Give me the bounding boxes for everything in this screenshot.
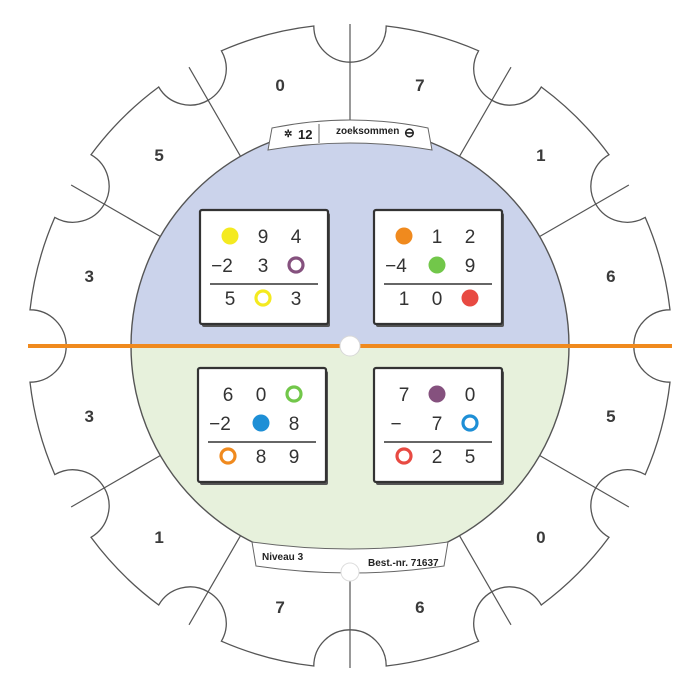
digit: 0 [432, 289, 443, 310]
dot-green[interactable] [428, 256, 446, 274]
segment-divider [70, 454, 161, 508]
ring-green[interactable] [285, 385, 303, 403]
card-top-right: 1 2 −4 9 1 0 [372, 208, 504, 327]
segment-divider [188, 66, 242, 157]
digit: 7 [432, 414, 443, 435]
order-number-text: Best.-nr. 71637 [368, 558, 439, 569]
top-label-plate [267, 119, 433, 151]
digit: 9 [258, 227, 269, 248]
segment-number: 1 [154, 528, 163, 547]
level-text: Niveau 3 [262, 552, 304, 563]
dot-red[interactable] [461, 289, 479, 307]
digit: − [390, 414, 401, 435]
puzzle-icon: ✲ [284, 129, 292, 140]
digit: 8 [256, 447, 267, 468]
dot-orange[interactable] [395, 227, 413, 245]
digit: 7 [399, 385, 410, 406]
bottom-label: Niveau 3 Best.-nr. 71637 [251, 541, 449, 582]
segment-divider [458, 66, 512, 157]
digit: 9 [289, 447, 300, 468]
bottom-pin [340, 562, 360, 582]
card-bottom-left: 6 0 −2 8 8 9 [196, 366, 328, 485]
digit: 8 [289, 414, 300, 435]
segment-divider [539, 454, 630, 508]
dot-purple[interactable] [428, 385, 446, 403]
segment-number: 3 [84, 267, 93, 286]
segment-number: 5 [154, 146, 163, 165]
digit: 5 [465, 447, 476, 468]
bottom-label-plate [251, 541, 449, 574]
minus-sign-icon: ⊖ [404, 125, 415, 140]
digit: 0 [256, 385, 267, 406]
top-label: ✲ 12 zoeksommen ⊖ [267, 119, 433, 151]
ring-orange[interactable] [219, 447, 237, 465]
digit: 2 [432, 447, 443, 468]
ring-red[interactable] [395, 447, 413, 465]
digit: −4 [385, 256, 407, 277]
digit: 5 [225, 289, 236, 310]
title-text: zoeksommen [336, 126, 399, 137]
segment-number: 6 [606, 267, 615, 286]
exercise-count: 12 [298, 127, 312, 142]
segment-number: 5 [606, 407, 615, 426]
ring-blue[interactable] [461, 414, 479, 432]
digit: −2 [209, 414, 231, 435]
card-top-left: 9 4 −2 3 5 3 [198, 208, 330, 327]
dot-blue[interactable] [252, 414, 270, 432]
segment-number: 0 [536, 528, 545, 547]
digit: 3 [258, 256, 269, 277]
segment-number: 3 [84, 407, 93, 426]
segment-divider [70, 184, 161, 238]
segment-number: 7 [415, 76, 424, 95]
digit: −2 [211, 256, 233, 277]
digit: 3 [291, 289, 302, 310]
segment-number: 0 [275, 76, 284, 95]
ring-yellow[interactable] [254, 289, 272, 307]
digit: 6 [223, 385, 234, 406]
digit: 9 [465, 256, 476, 277]
segment-number: 6 [415, 598, 424, 617]
segment-number: 7 [275, 598, 284, 617]
segment-divider [188, 535, 242, 626]
segment-number: 1 [536, 146, 545, 165]
segment-divider [458, 535, 512, 626]
segment-divider [539, 184, 630, 238]
ring-purple[interactable] [287, 256, 305, 274]
digit: 4 [291, 227, 302, 248]
center-pin[interactable] [339, 335, 361, 357]
card-bottom-right: 7 0 − 7 2 5 [372, 366, 504, 485]
digit: 1 [399, 289, 410, 310]
digit: 1 [432, 227, 443, 248]
digit: 2 [465, 227, 476, 248]
digit: 0 [465, 385, 476, 406]
dot-yellow[interactable] [221, 227, 239, 245]
